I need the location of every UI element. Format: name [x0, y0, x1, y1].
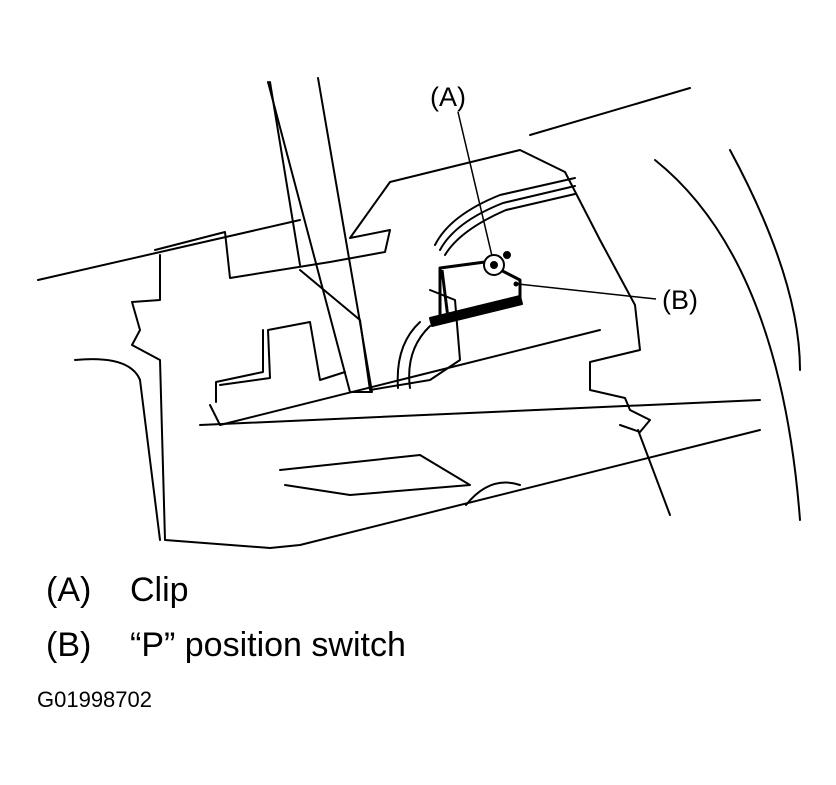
legend-row-p-position-switch: (B) “P” position switch	[46, 628, 406, 662]
right-curve-outer	[654, 159, 801, 521]
housing-top-edge	[37, 219, 301, 281]
legend-key-a: (A)	[46, 571, 92, 609]
base-channel-inner	[219, 321, 346, 386]
p-position-switch	[429, 260, 523, 327]
wire-harness-2	[439, 185, 576, 251]
base-inner-top	[154, 149, 651, 433]
base-lower-rail	[199, 399, 761, 426]
base-channel	[209, 329, 601, 426]
callout-b-label: (B)	[662, 285, 698, 315]
housing-back-line	[269, 81, 301, 266]
leader-line-b	[517, 283, 657, 300]
callout-a-label: (A)	[430, 82, 466, 112]
left-bracket	[74, 358, 161, 541]
legend-row-clip: (A) Clip	[46, 573, 189, 607]
legend-key-b: (B)	[46, 626, 92, 664]
base-lower-arc	[465, 481, 521, 506]
base-lower-detail	[279, 454, 471, 496]
base-slot	[215, 329, 264, 403]
leader-line-a	[457, 111, 493, 257]
housing-right-edge	[529, 87, 691, 136]
wire-down-2	[408, 325, 431, 389]
base-body-outline	[131, 254, 761, 549]
legend-text-p-position-switch: “P” position switch	[130, 626, 406, 664]
shift-lever-assembly-illustration	[37, 77, 801, 549]
lever-slot-frame	[299, 269, 461, 391]
shift-lever-shaft	[267, 77, 373, 393]
clip	[483, 251, 511, 276]
wire-harness-1	[434, 177, 576, 246]
leader-dot-b	[513, 281, 519, 287]
right-curve-inner	[729, 149, 801, 371]
legend-text-clip: Clip	[130, 571, 189, 609]
wire-harness-3	[444, 193, 576, 256]
right-curve-lower	[637, 429, 671, 516]
wire-down	[396, 321, 421, 389]
figure-id: G01998702	[37, 687, 152, 712]
